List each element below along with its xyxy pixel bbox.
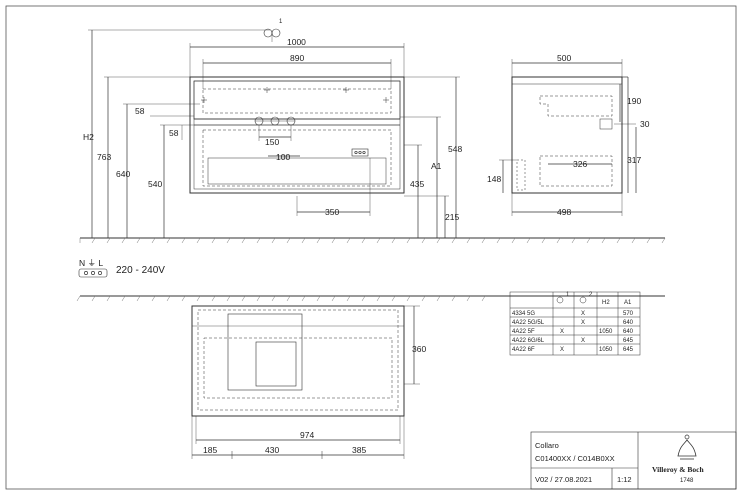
dim-890: 890 xyxy=(290,53,304,63)
table-row-2-h2: 1050 xyxy=(599,329,613,335)
voltage-label: 220 - 240V xyxy=(116,265,165,276)
table-header-1: 1 xyxy=(566,292,570,298)
title-block: Collaro C01400XX / C014B0XX V02 / 27.08.… xyxy=(530,431,737,490)
electrical-symbol: N ⏚ L 220 - 240V xyxy=(78,258,165,278)
dim-215: 215 xyxy=(445,212,459,222)
dim-190: 190 xyxy=(627,96,641,106)
table-row-4-a1: 645 xyxy=(623,347,634,353)
balloon-label: 1 xyxy=(279,19,283,25)
sheet-frame xyxy=(5,5,737,490)
dim-30: 30 xyxy=(640,119,650,129)
dim-498: 498 xyxy=(557,207,571,217)
dim-360: 360 xyxy=(412,344,426,354)
dim-148: 148 xyxy=(487,174,501,184)
plan-view: 360 974 185 430 385 xyxy=(76,295,665,459)
dim-548: 548 xyxy=(448,144,462,154)
electrical-nl-label: N ⏚ L xyxy=(79,258,103,268)
dim-58-top: 58 xyxy=(135,106,145,116)
dim-430: 430 xyxy=(265,445,279,455)
table-row-3-a1: 645 xyxy=(623,338,634,344)
dim-640: 640 xyxy=(116,169,130,179)
dim-a1: A1 xyxy=(431,161,442,171)
dim-1000: 1000 xyxy=(287,37,306,47)
table-row-3-c2: X xyxy=(581,338,585,344)
front-view: 1 1000 890 H2 763 640 540 58 58 xyxy=(79,19,666,244)
title-series: Collaro xyxy=(535,441,559,450)
brand-name: Villeroy & Boch xyxy=(652,465,704,474)
dim-763: 763 xyxy=(97,152,111,162)
dim-385: 385 xyxy=(352,445,366,455)
dim-350: 350 xyxy=(325,207,339,217)
title-scale: 1:12 xyxy=(617,475,632,484)
dim-974: 974 xyxy=(300,430,314,440)
table-row-2-name: 4A22 5F xyxy=(512,329,535,335)
title-codes: C01400XX / C014B0XX xyxy=(535,454,615,463)
dim-435: 435 xyxy=(410,179,424,189)
dim-h2: H2 xyxy=(83,132,94,142)
dim-150: 150 xyxy=(265,137,279,147)
dim-540: 540 xyxy=(148,179,162,189)
dim-100: 100 xyxy=(276,152,290,162)
dim-185: 185 xyxy=(203,445,217,455)
table-row-2-c1: X xyxy=(560,329,564,335)
table-row-1-a1: 640 xyxy=(623,320,634,326)
dim-58-low: 58 xyxy=(169,128,179,138)
table-row-4-name: 4A22 6F xyxy=(512,347,535,353)
dim-317: 317 xyxy=(627,155,641,165)
table-header-a1: A1 xyxy=(624,300,632,306)
table-row-4-h2: 1050 xyxy=(599,347,613,353)
dim-500: 500 xyxy=(557,53,571,63)
table-row-4-c1: X xyxy=(560,347,564,353)
table-row-2-a1: 640 xyxy=(623,329,634,335)
table-header-2: 2 xyxy=(589,292,593,298)
dim-326: 326 xyxy=(573,159,587,169)
table-row-0-name: 4334 5G xyxy=(512,311,535,317)
table-header-h2: H2 xyxy=(602,300,610,306)
table-row-1-c2: X xyxy=(581,320,585,326)
table-row-0-a1: 570 xyxy=(623,311,634,317)
table-row-0-c2: X xyxy=(581,311,585,317)
title-version: V02 / 27.08.2021 xyxy=(535,475,592,484)
brand-year: 1748 xyxy=(680,478,694,484)
variants-table: 1 2 H2 A1 4334 5G X 570 4A22 5G/5L X 640… xyxy=(509,291,641,356)
table-row-1-name: 4A22 5G/5L xyxy=(512,320,545,326)
table-row-3-name: 4A22 6G/6L xyxy=(512,338,545,344)
brand-logo-icon xyxy=(677,434,697,460)
side-view: 500 190 30 326 317 148 498 xyxy=(487,53,650,217)
